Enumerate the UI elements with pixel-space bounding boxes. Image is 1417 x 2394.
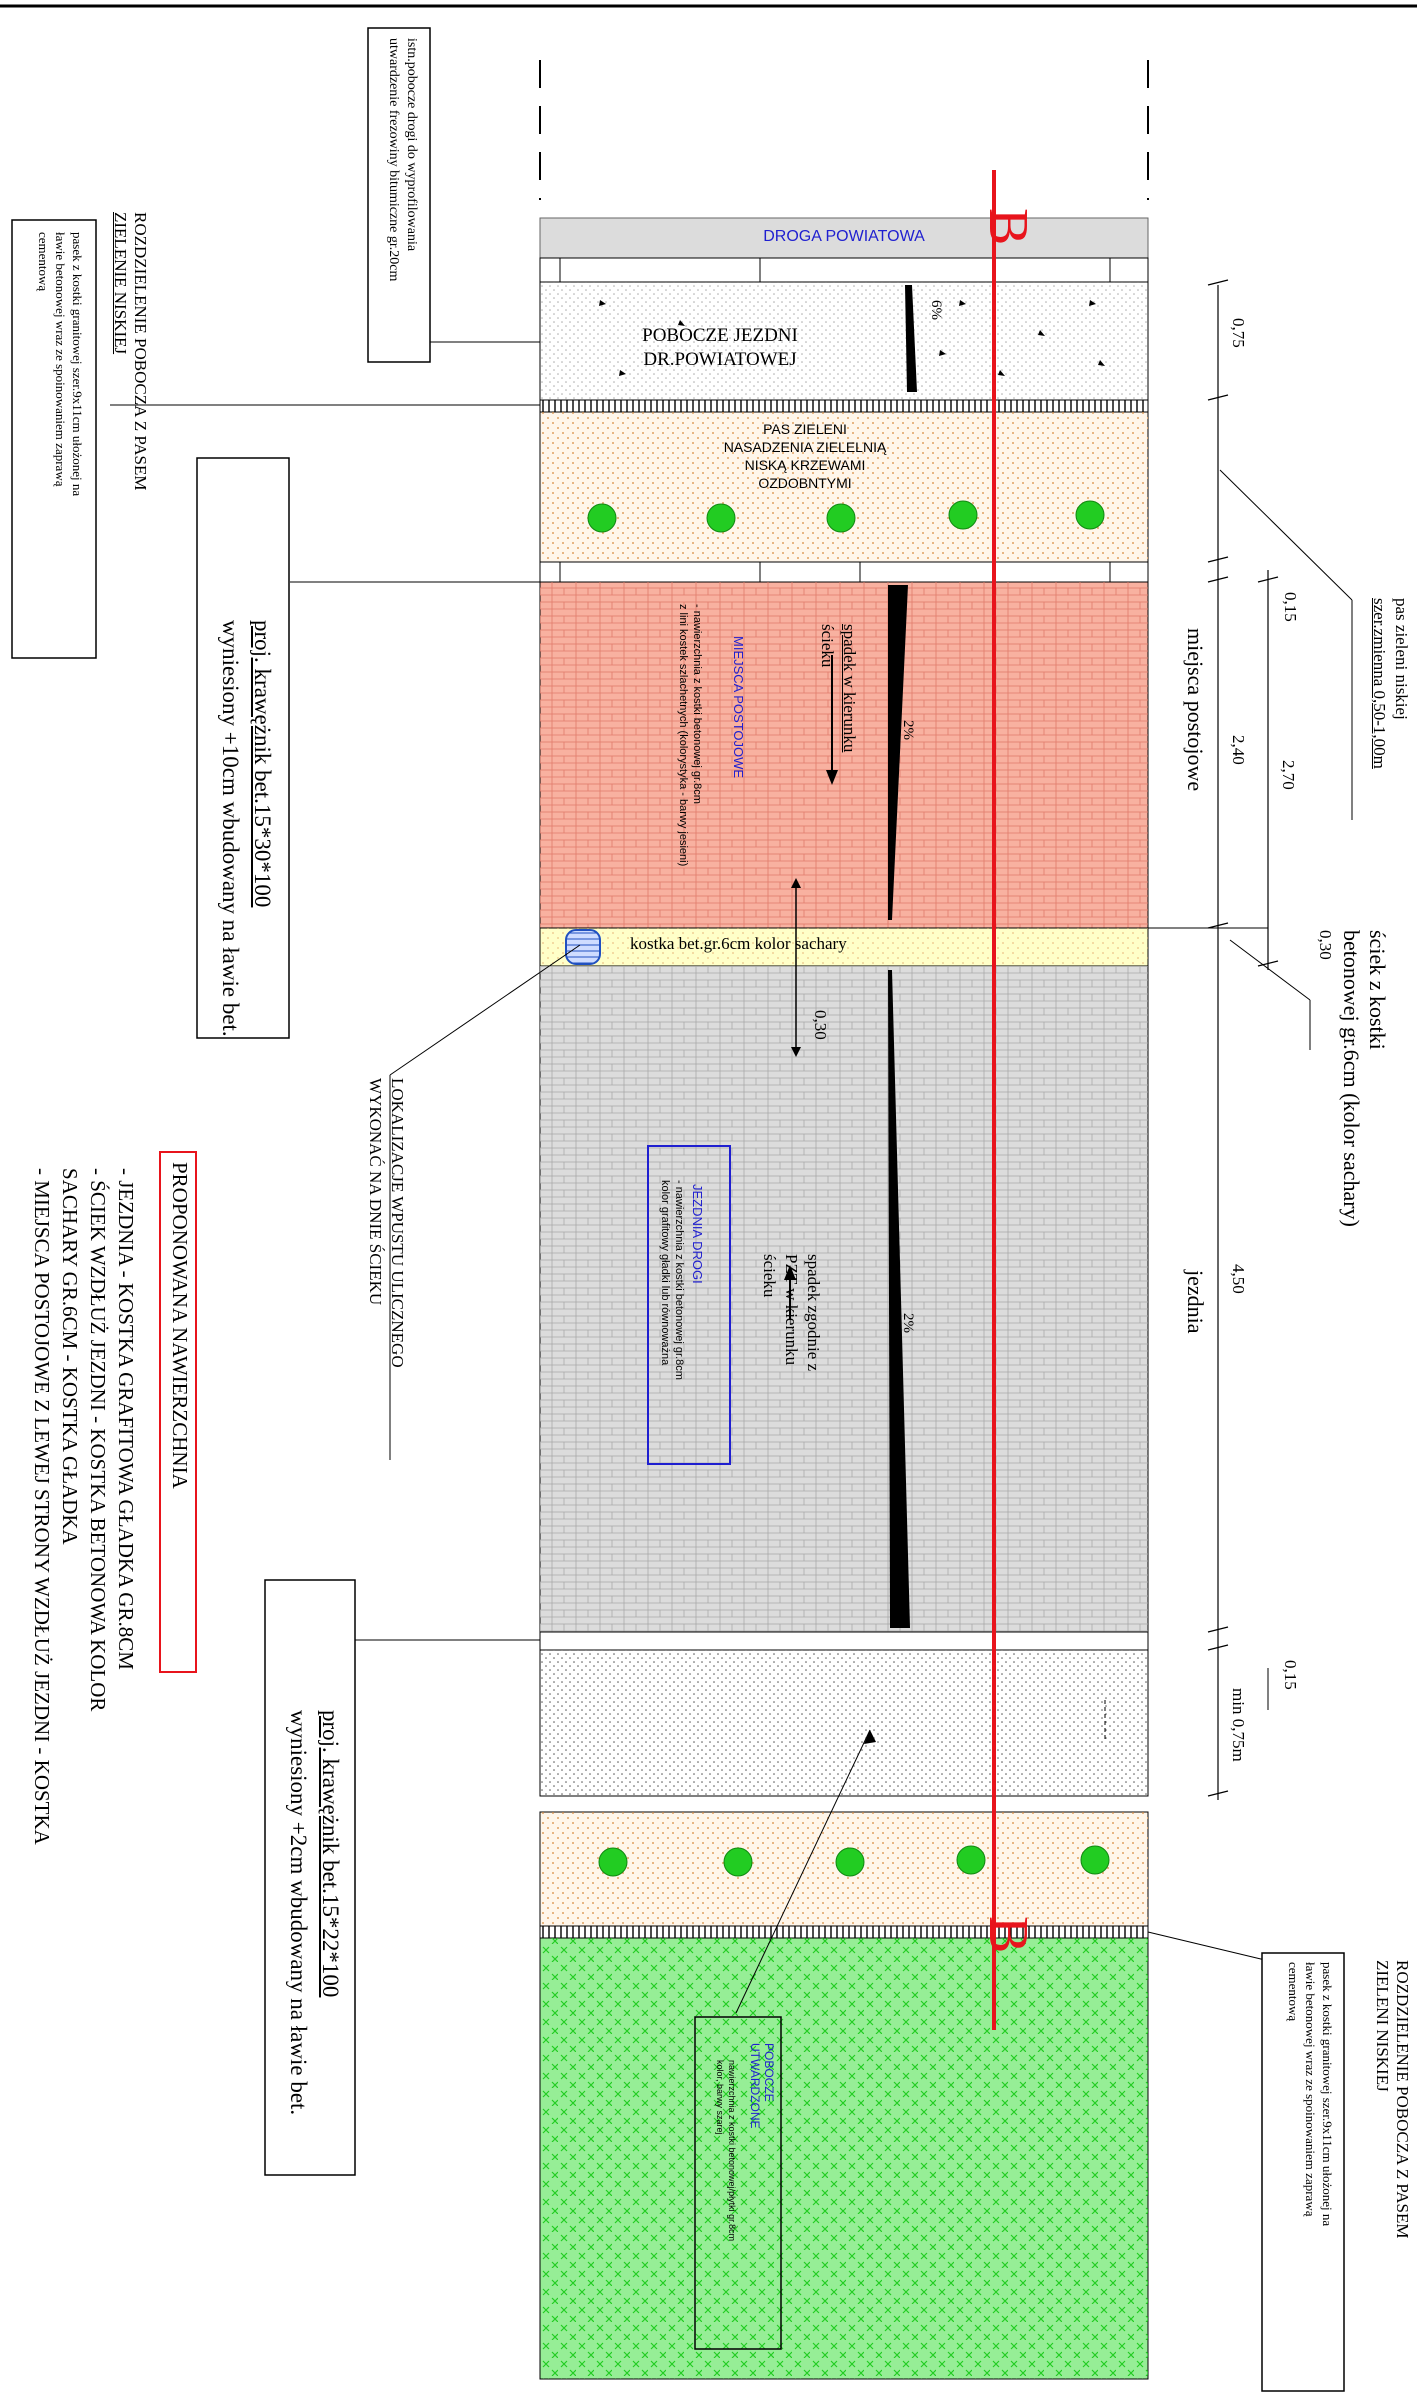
separation-bottom-desc: pasek z kostki granitowej szer.9x11cm uł… <box>1286 1962 1335 2227</box>
separation-top-box <box>11 219 97 659</box>
slope-wedge-parking <box>888 585 908 920</box>
shrubs-bottom <box>598 1845 1110 1877</box>
slope-parking: 2% <box>900 720 916 740</box>
slope-wedge-road <box>888 970 910 1628</box>
label-road-dim: jezdnia <box>1183 1270 1208 1334</box>
dim-parking-inner: 2,40 <box>1229 735 1248 765</box>
road-desc: - nawierzchnia z kostki betonowej gr.8cm… <box>659 1180 685 1380</box>
separation-bottom-box <box>1261 1952 1345 2392</box>
road-label-box <box>647 1145 731 1465</box>
dim-parking-total: 2,70 <box>1279 760 1298 790</box>
county-road-label: DROGA POWIATOWA <box>763 228 925 245</box>
hardened-label-box <box>694 2016 782 2350</box>
road-edge-strip <box>539 257 1149 283</box>
parking-title: MIEJSCA POSTOJOWE <box>731 636 746 779</box>
road-title: JEZDNIA DROGI <box>690 1184 705 1284</box>
slope-road: 2% <box>900 1313 916 1333</box>
label-parking-dim: miejsca postojowe <box>1183 628 1208 792</box>
kerb-bottom-box <box>264 1579 356 2176</box>
concrete-marks <box>599 300 1105 376</box>
legend-box <box>159 1151 197 1673</box>
shrubs-top <box>587 500 1105 533</box>
dim-kerb-top: 0,15 <box>1281 592 1300 622</box>
section-marker-bottom: B <box>977 1916 1039 1954</box>
dim-kerb-bottom: 0,15 <box>1281 1660 1300 1690</box>
kerb-top-box <box>196 457 290 1039</box>
gutter-label: kostka bet.gr.6cm kolor sachary <box>630 934 847 953</box>
parking-desc: - nawierzchnia z kostki betonowej gr.8cm… <box>677 604 703 867</box>
dim-road: 4,50 <box>1229 1264 1248 1294</box>
dim-shoulder: 0,75 <box>1229 318 1248 348</box>
dim-sidewalk: min 0,75m <box>1229 1688 1248 1762</box>
legend-title: PROPONOWANA NAWIERZCHNIA <box>168 1162 192 1489</box>
slope-shoulder: 6% <box>928 300 944 320</box>
dim-gutter: 0,30 <box>811 1010 830 1040</box>
legend-items: - JEZDNIA - KOSTKA GRAFITOWA GŁADKA GR.8… <box>30 1168 138 1845</box>
hardened-desc: nawierzchnia z kostki betonowej/płytki g… <box>715 2060 737 2242</box>
kerb-top <box>539 561 1149 583</box>
granite-strip-top <box>539 399 1149 413</box>
slope-wedge-shoulder <box>905 285 917 392</box>
existing-shoulder-box <box>367 27 431 363</box>
separation-top-desc: pasek z kostki granitowej szer.9x11cm uł… <box>36 232 85 497</box>
granite-strip-bottom <box>539 1925 1149 1939</box>
kerb-bottom <box>539 1631 1149 1651</box>
county-road-band <box>539 217 1149 259</box>
